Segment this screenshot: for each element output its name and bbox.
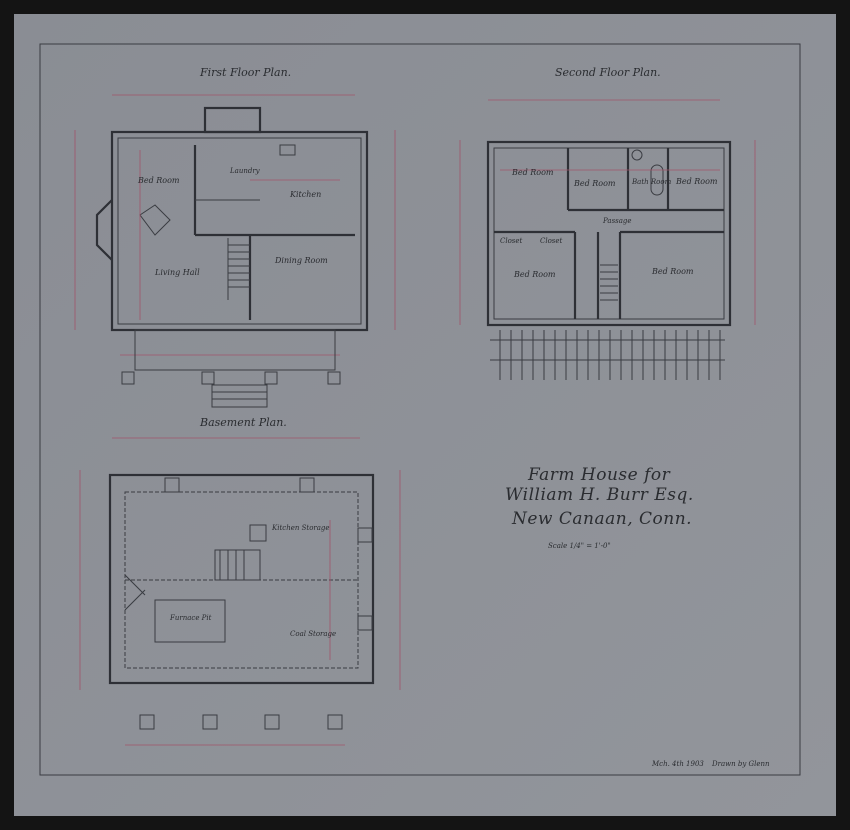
room-label: Living Hall (154, 268, 200, 277)
second-floor-plan: Second Floor Plan. Bed Room Bed Room Bat… (459, 66, 756, 380)
first-floor-title: First Floor Plan. (199, 66, 291, 79)
room-label: Dining Room (274, 256, 328, 265)
first-floor-plan: First Floor Plan. Bed Room Laundry Kitch… (74, 66, 396, 408)
title-line-2: William H. Burr Esq. (505, 485, 694, 505)
title-line-1: Farm House for (527, 465, 671, 485)
room-label: Bed Room (137, 176, 180, 185)
scale-note: Scale 1/4" = 1'-0" (548, 542, 611, 550)
second-floor-title: Second Floor Plan. (555, 66, 661, 79)
room-label: Passage (602, 217, 632, 225)
title-block: Farm House for William H. Burr Esq. New … (505, 465, 694, 550)
basement-title: Basement Plan. (199, 416, 287, 429)
room-label: Bath Room (631, 178, 672, 186)
basement-plan: Basement Plan. Kitchen Storage Coal Stor… (79, 416, 401, 746)
room-label: Bed Room (511, 168, 554, 177)
pergola-rafters (490, 330, 725, 380)
paper (14, 14, 836, 816)
room-label: Laundry (229, 167, 261, 175)
room-label: Closet (540, 237, 563, 245)
room-label: Kitchen (289, 190, 321, 199)
room-label: Bed Room (513, 270, 556, 279)
drawn-by-note: Drawn by Glenn (711, 760, 770, 768)
room-label: Bed Room (675, 177, 718, 186)
date-note: Mch. 4th 1903 (651, 760, 704, 768)
room-label: Furnace Pit (169, 614, 212, 622)
room-label: Closet (500, 237, 523, 245)
title-line-3: New Canaan, Conn. (511, 509, 692, 529)
footer: Mch. 4th 1903 Drawn by Glenn (651, 760, 770, 768)
room-label: Bed Room (651, 267, 694, 276)
room-label: Bed Room (573, 179, 616, 188)
room-label: Kitchen Storage (271, 524, 330, 532)
room-label: Coal Storage (290, 630, 336, 638)
border-frame (39, 43, 801, 776)
